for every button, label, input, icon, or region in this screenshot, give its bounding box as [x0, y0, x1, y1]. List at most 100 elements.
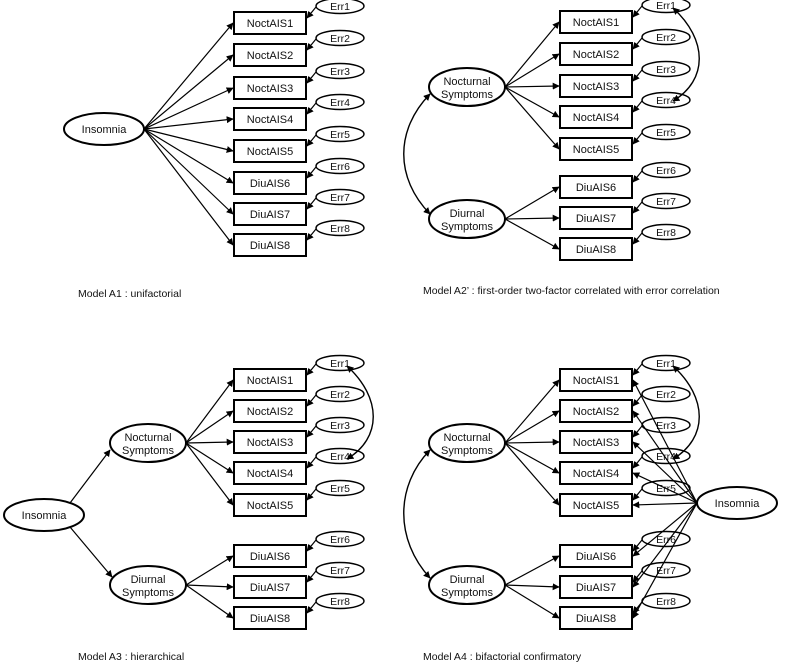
error-path-1	[306, 363, 317, 376]
caption-model-a3: Model A3 : hierarchical	[78, 651, 184, 663]
error-label: Err6	[656, 165, 676, 177]
item-label: NoctAIS1	[247, 18, 293, 30]
item-7: DiuAIS7	[233, 575, 307, 599]
item-3: NoctAIS3	[233, 76, 307, 100]
error-shape	[315, 29, 365, 47]
loading-path-1	[504, 379, 560, 444]
insomnia-factor-label: Insomnia	[82, 124, 128, 136]
item-label: NoctAIS2	[247, 406, 293, 418]
error-path-4	[632, 456, 643, 469]
item-box	[233, 202, 307, 226]
insomnia-general-factor-label: Insomnia	[715, 498, 761, 510]
loading-path-8	[185, 584, 234, 619]
general-loading-path-5	[632, 501, 698, 509]
error-label: Err2	[656, 389, 676, 401]
error-7: Err7	[315, 188, 365, 206]
error-covariance-err1-err4	[672, 365, 700, 460]
item-5: NoctAIS5	[233, 139, 307, 163]
item-2: NoctAIS2	[559, 42, 633, 66]
general-loading-path-4	[632, 472, 698, 504]
error-path-5	[632, 132, 643, 145]
error-3: Err3	[641, 416, 691, 434]
error-path-6	[632, 170, 643, 183]
error-7: Err7	[641, 192, 691, 210]
item-1: NoctAIS1	[233, 11, 307, 35]
caption-model-a4: Model A4 : bifactorial confirmatory	[423, 651, 582, 663]
item-4: NoctAIS4	[233, 107, 307, 131]
item-box	[559, 368, 633, 392]
error-path-8	[632, 232, 643, 245]
loading-path-6	[504, 186, 560, 220]
error-path-3	[306, 71, 317, 84]
item-label: NoctAIS4	[247, 114, 293, 126]
item-7: DiuAIS7	[559, 575, 633, 599]
item-5: NoctAIS5	[559, 493, 633, 517]
item-3: NoctAIS3	[559, 430, 633, 454]
loading-path-3	[185, 438, 234, 446]
item-1: NoctAIS1	[559, 368, 633, 392]
error-shape	[315, 188, 365, 206]
error-7: Err7	[315, 561, 365, 579]
loading-path-1	[185, 379, 234, 444]
loading-path-8	[504, 584, 560, 619]
error-label: Err4	[330, 451, 350, 463]
error-shape	[315, 592, 365, 610]
loading-path-6	[504, 555, 560, 586]
loading-path-3	[504, 438, 560, 446]
error-5: Err5	[315, 479, 365, 497]
item-label: NoctAIS5	[247, 146, 293, 158]
item-box	[559, 461, 633, 485]
insomnia-factor: Insomnia	[3, 498, 85, 532]
error-path-4	[306, 456, 317, 469]
error-path-6	[306, 539, 317, 552]
item-box	[559, 42, 633, 66]
error-label: Err8	[330, 596, 350, 608]
error-covariance-err1-err4	[672, 7, 700, 102]
item-label: DiuAIS7	[250, 582, 290, 594]
item-label: DiuAIS6	[250, 178, 290, 190]
item-label: DiuAIS7	[250, 209, 290, 221]
error-path-2	[632, 37, 643, 50]
error-8: Err8	[641, 592, 691, 610]
item-box	[233, 430, 307, 454]
error-path-8	[306, 601, 317, 614]
item-box	[559, 206, 633, 230]
error-label: Err5	[330, 129, 350, 141]
error-path-2	[306, 38, 317, 51]
loading-path-7	[504, 583, 560, 591]
error-label: Err4	[656, 95, 676, 107]
factor-covariance	[403, 93, 431, 215]
error-1: Err1	[641, 354, 691, 372]
item-box	[559, 175, 633, 199]
loading-path-5	[504, 86, 560, 150]
item-box	[233, 171, 307, 195]
item-label: NoctAIS2	[573, 49, 619, 61]
item-box	[233, 606, 307, 630]
error-6: Err6	[641, 530, 691, 548]
item-box	[559, 493, 633, 517]
loading-path-3	[504, 82, 560, 90]
loading-path-7	[504, 214, 560, 222]
item-3: NoctAIS3	[233, 430, 307, 454]
error-1: Err1	[315, 354, 365, 372]
error-label: Err5	[330, 483, 350, 495]
item-label: NoctAIS3	[573, 437, 619, 449]
error-path-5	[306, 488, 317, 501]
error-path-8	[306, 228, 317, 241]
error-shape	[641, 530, 691, 548]
error-3: Err3	[315, 62, 365, 80]
insomnia-factor-label: Insomnia	[22, 510, 68, 522]
error-label: Err6	[330, 161, 350, 173]
error-path-7	[632, 201, 643, 214]
error-path-3	[632, 69, 643, 82]
item-label: NoctAIS5	[247, 500, 293, 512]
item-6: DiuAIS6	[559, 544, 633, 568]
loading-path-5	[185, 442, 234, 506]
loading-path-4	[504, 442, 560, 474]
